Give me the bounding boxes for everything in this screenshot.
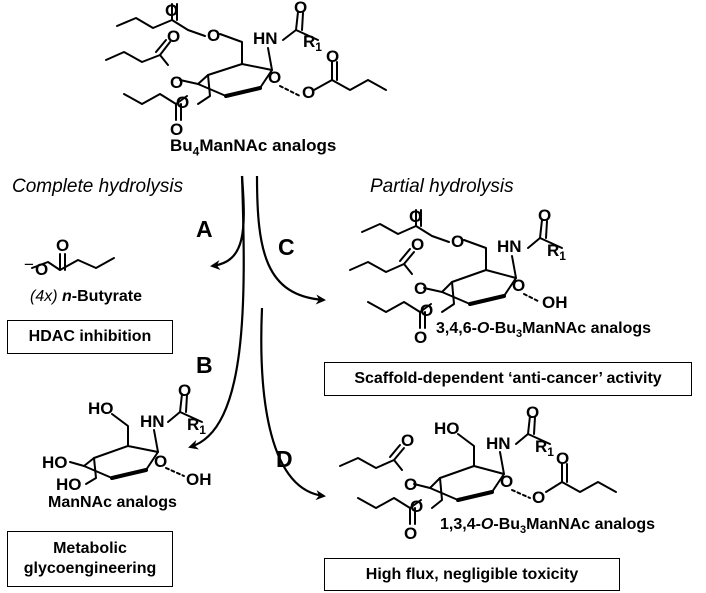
butyrate-atoms: − O O — [24, 236, 69, 279]
atom-o: O — [165, 1, 178, 20]
atom-o: O — [532, 488, 545, 507]
atom-ho: HO — [88, 399, 114, 418]
route-c-label: C — [278, 234, 295, 260]
charge-minus: − — [24, 255, 34, 274]
atom-ring-o: O — [268, 68, 281, 87]
atom-o: O — [414, 279, 427, 298]
high-flux-text: High flux, negligible toxicity — [365, 565, 579, 583]
atom-o: O — [411, 235, 424, 254]
bu3-346-label: 3,4,6-O-Bu3ManNAc analogs — [436, 320, 652, 341]
bu3-134-label: 1,3,4-O-Bu3ManNAc analogs — [440, 516, 656, 537]
atom-o: O — [167, 27, 180, 46]
atom-o: O — [410, 497, 423, 516]
atom-o: O — [404, 475, 417, 494]
atom-o: O — [401, 431, 414, 450]
atom-o: O — [326, 47, 339, 66]
atom-o: O — [526, 403, 539, 422]
atom-o: O — [294, 0, 307, 17]
butyrate-structure — [31, 253, 115, 271]
complete-hydrolysis-label: Complete hydrolysis — [12, 176, 184, 197]
atom-ho: HO — [56, 475, 82, 494]
atom-hn: HN — [140, 412, 165, 431]
atom-o: O — [176, 93, 189, 112]
atom-o: O — [451, 232, 464, 251]
hdac-inhibition-text: HDAC inhibition — [28, 328, 152, 345]
atom-ho: HO — [434, 419, 460, 438]
atom-r1: R1 — [535, 437, 554, 459]
atom-o: O — [170, 73, 183, 92]
atom-ring-o: O — [154, 452, 167, 471]
atom-o: O — [414, 328, 427, 347]
metabolic-glycoengineering-box: Metabolic glycoengineering — [7, 531, 173, 587]
anti-cancer-text: Scaffold-dependent ‘anti-cancer’ activit… — [354, 370, 662, 387]
bu4mannac-label: Bu4ManNAc analogs — [170, 136, 337, 159]
route-b-label: B — [196, 352, 213, 378]
atom-o: O — [538, 206, 551, 225]
arrow-d — [260, 307, 326, 501]
bu3-134-atoms: HO HN O R1 O O O O O O O — [401, 403, 569, 543]
atom-oh: OH — [542, 293, 568, 312]
route-d-label: D — [276, 446, 293, 472]
bu4mannac-atoms: O HN O R1 O O O O O O O O — [165, 0, 339, 139]
atom-ho: HO — [42, 453, 68, 472]
atom-ring-o: O — [500, 472, 513, 491]
atom-o: O — [556, 449, 569, 468]
atom-r1: R1 — [187, 415, 206, 437]
atom-hn: HN — [253, 29, 278, 48]
atom-o: O — [409, 207, 422, 226]
atom-o: O — [35, 260, 48, 279]
atom-r1: R1 — [547, 241, 566, 263]
atom-hn: HN — [497, 237, 522, 256]
atom-o: O — [178, 381, 191, 400]
arrow-c — [255, 175, 326, 305]
mannac-atoms: HO HN O R1 HO HO O OH — [42, 381, 212, 494]
bu3-346-structure — [349, 209, 563, 329]
atom-oh: OH — [186, 470, 212, 489]
bu4mannac-structure — [105, 3, 387, 121]
butyrate-label: (4x) n-Butyrate — [30, 288, 143, 305]
mannac-label: ManNAc analogs — [48, 494, 177, 511]
arrow-b — [188, 175, 245, 450]
partial-hydrolysis-label: Partial hydrolysis — [370, 176, 514, 197]
hdac-inhibition-box: HDAC inhibition — [7, 320, 173, 354]
metabolic-text-line1: Metabolic — [53, 540, 127, 557]
atom-o: O — [302, 83, 315, 102]
atom-ring-o: O — [512, 276, 525, 295]
bu3-346-atoms: O HN O R1 O O O O O O OH — [409, 206, 568, 347]
atom-o: O — [170, 120, 183, 139]
bu3-134-structure — [339, 415, 617, 525]
arrow-a — [210, 175, 245, 271]
anti-cancer-box: Scaffold-dependent ‘anti-cancer’ activit… — [324, 362, 692, 396]
reaction-arrows — [188, 175, 326, 501]
atom-o: O — [404, 524, 417, 543]
mannac-structure — [69, 393, 203, 485]
atom-hn: HN — [486, 434, 511, 453]
atom-o: O — [207, 26, 220, 45]
route-a-label: A — [196, 216, 213, 242]
atom-o: O — [420, 301, 433, 320]
atom-o: O — [56, 236, 69, 255]
metabolic-text-line2: glycoengineering — [23, 560, 157, 577]
atom-r1: R1 — [303, 32, 322, 54]
high-flux-box: High flux, negligible toxicity — [324, 558, 620, 591]
